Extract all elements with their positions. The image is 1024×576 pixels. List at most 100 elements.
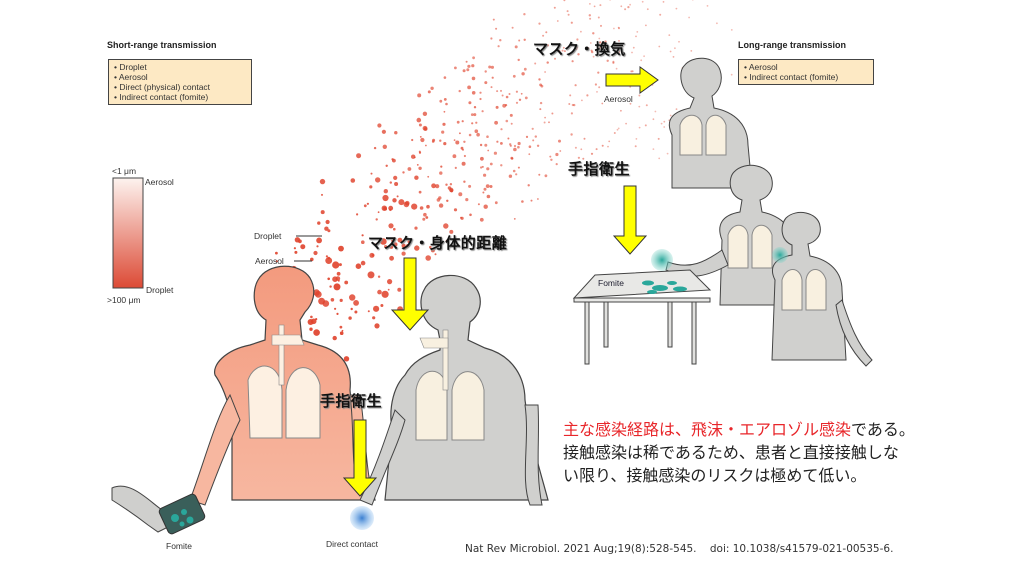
particle [666, 152, 669, 155]
particle [439, 171, 443, 175]
particle [638, 126, 641, 129]
particle [497, 45, 500, 48]
particle [332, 335, 337, 341]
particle [531, 127, 534, 130]
particle [669, 50, 672, 53]
particle [418, 166, 422, 170]
particle [528, 145, 532, 148]
particle [537, 198, 539, 200]
long-range-title: Long-range transmission [738, 40, 847, 50]
particle [316, 237, 322, 244]
particle [427, 90, 431, 94]
particle [405, 200, 410, 206]
aerosol-label-top: Aerosol [604, 94, 633, 104]
particle [401, 251, 406, 256]
particle [592, 32, 595, 35]
particle [344, 280, 349, 285]
particle [601, 144, 604, 147]
particle [515, 173, 518, 176]
particle [618, 40, 620, 42]
particle [463, 154, 466, 158]
particle [454, 166, 457, 169]
arrow-down-hand-hygiene-right [612, 185, 648, 255]
particle [388, 205, 394, 211]
scale-bottom-size: >100 μm [107, 295, 141, 305]
particle [443, 76, 447, 79]
long-range-person-top [668, 57, 753, 189]
particle [325, 257, 333, 264]
particle [461, 120, 464, 123]
particle [638, 105, 641, 108]
particle [608, 140, 611, 143]
particle [674, 47, 676, 50]
particle [493, 151, 497, 155]
particle [385, 164, 388, 167]
particle [335, 276, 341, 281]
particle [491, 76, 494, 79]
particle [397, 237, 403, 243]
particle [481, 110, 484, 113]
particle [366, 202, 369, 205]
particle [511, 157, 514, 160]
particle [294, 250, 298, 254]
summary-line2: 接触感染は稀であるため、患者と直接接触しな [563, 443, 899, 462]
particle [607, 145, 609, 148]
particle [363, 204, 367, 208]
particle [480, 156, 484, 161]
particle [339, 325, 343, 329]
particle [334, 307, 337, 310]
particle [463, 180, 466, 183]
particle [441, 130, 445, 134]
table-fomite-surface [572, 269, 712, 365]
particle [580, 30, 582, 33]
particle [453, 208, 458, 212]
arrow-down-hand-hygiene-center [342, 419, 378, 497]
particle [499, 39, 502, 42]
particle [479, 143, 483, 147]
particle [631, 51, 633, 54]
particle [434, 253, 437, 256]
summary-line3: い限り、接触感染のリスクは極めて低い。 [563, 466, 867, 485]
particle [730, 73, 733, 76]
particle [574, 84, 577, 87]
particle [375, 177, 381, 183]
particle [573, 103, 576, 107]
particle [339, 298, 343, 302]
particle [462, 148, 464, 151]
particle [381, 290, 389, 298]
particle [618, 27, 620, 30]
particle [490, 37, 493, 40]
particle [500, 128, 503, 131]
particle [483, 173, 487, 177]
particle [443, 98, 447, 101]
particle [590, 152, 594, 155]
particle [316, 245, 319, 248]
particle [439, 139, 442, 142]
particle [325, 255, 328, 258]
direct-contact-label: Direct contact [326, 539, 378, 549]
particle [645, 24, 647, 27]
particle [510, 122, 513, 125]
particle [634, 145, 637, 148]
particle [730, 29, 733, 31]
particle [420, 137, 425, 143]
particle [455, 140, 460, 145]
particle [463, 140, 466, 143]
short-range-title: Short-range transmission [107, 40, 217, 50]
particle [601, 102, 604, 105]
particle [558, 139, 561, 143]
particle [486, 135, 489, 138]
particle [343, 356, 350, 362]
particle [490, 65, 494, 69]
particle [620, 109, 622, 112]
particle [678, 40, 680, 43]
particle [392, 198, 397, 203]
particle [468, 101, 472, 105]
particle [635, 35, 637, 38]
particle [471, 122, 474, 125]
particle [631, 70, 634, 73]
particle [538, 78, 541, 81]
particle [543, 121, 546, 124]
particle [613, 27, 615, 30]
